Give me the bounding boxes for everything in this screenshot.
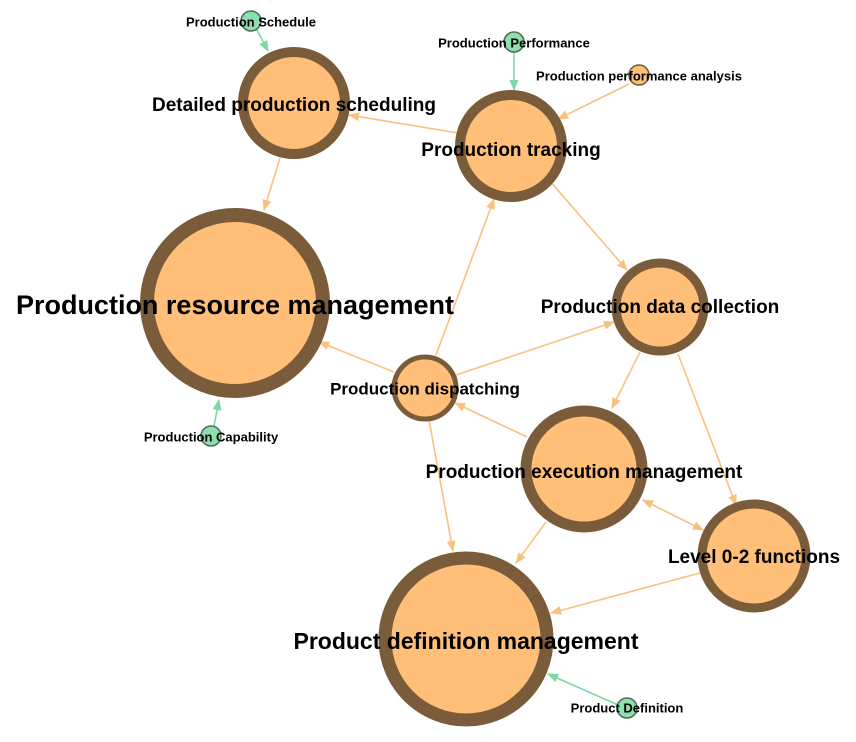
label-resource-management: Production resource management bbox=[16, 290, 454, 320]
node-production-performance[interactable] bbox=[503, 31, 525, 53]
label-performance-analysis: Production performance analysis bbox=[536, 68, 742, 83]
edge-dispatching-to-productdef bbox=[428, 419, 456, 553]
edge-analysis-to-tracking bbox=[556, 83, 630, 120]
edge-execution-to-productdef bbox=[515, 521, 547, 564]
label-detailed-scheduling: Detailed production scheduling bbox=[152, 95, 436, 116]
edge-level-to-productdef bbox=[549, 572, 701, 615]
nodes bbox=[140, 10, 811, 727]
node-dispatching[interactable] bbox=[391, 354, 459, 422]
edge-datacollection-to-execution bbox=[611, 351, 641, 410]
label-production-performance: Production Performance bbox=[438, 35, 590, 50]
node-execution-management[interactable] bbox=[520, 405, 648, 533]
label-production-tracking: Production tracking bbox=[421, 140, 600, 161]
node-detailed-scheduling[interactable] bbox=[238, 47, 350, 159]
edge-tracking-to-datacollection bbox=[548, 179, 628, 271]
label-execution-management: Production execution management bbox=[426, 462, 743, 483]
edges bbox=[212, 29, 737, 706]
edge-productdefinition-to-mgmt bbox=[546, 673, 619, 706]
label-production-schedule: Production Schedule bbox=[186, 14, 316, 29]
node-level-functions[interactable] bbox=[697, 499, 811, 613]
node-production-capability[interactable] bbox=[200, 425, 222, 447]
labels: Detailed production scheduling Productio… bbox=[16, 14, 840, 715]
node-performance-analysis[interactable] bbox=[628, 64, 650, 86]
edge-schedule-to-scheduling bbox=[256, 29, 269, 52]
edge-tracking-to-scheduling bbox=[347, 112, 459, 134]
label-product-definition: Product Definition bbox=[571, 700, 684, 715]
label-production-capability: Production Capability bbox=[144, 429, 279, 444]
edge-datacollection-to-level bbox=[677, 353, 737, 507]
node-product-definition-mgmt[interactable] bbox=[378, 551, 554, 727]
node-production-tracking[interactable] bbox=[455, 90, 567, 202]
node-product-definition[interactable] bbox=[616, 697, 638, 719]
edge-execution-to-dispatching bbox=[453, 402, 528, 438]
edge-capability-to-resource bbox=[212, 398, 222, 427]
node-resource-management[interactable] bbox=[140, 208, 330, 398]
node-data-collection[interactable] bbox=[611, 258, 709, 356]
edge-dispatching-to-tracking bbox=[435, 197, 495, 356]
edge-dispatching-to-resource bbox=[317, 341, 395, 373]
edge-execution-level-bidirectional bbox=[641, 499, 705, 531]
label-dispatching: Production dispatching bbox=[330, 379, 520, 398]
label-level-functions: Level 0-2 functions bbox=[668, 547, 840, 568]
label-data-collection: Production data collection bbox=[541, 297, 780, 318]
label-product-definition-mgmt: Product definition management bbox=[293, 628, 638, 654]
edge-scheduling-to-resource bbox=[262, 157, 281, 212]
edge-dispatching-to-datacollection bbox=[455, 320, 616, 376]
node-production-schedule[interactable] bbox=[240, 10, 262, 32]
